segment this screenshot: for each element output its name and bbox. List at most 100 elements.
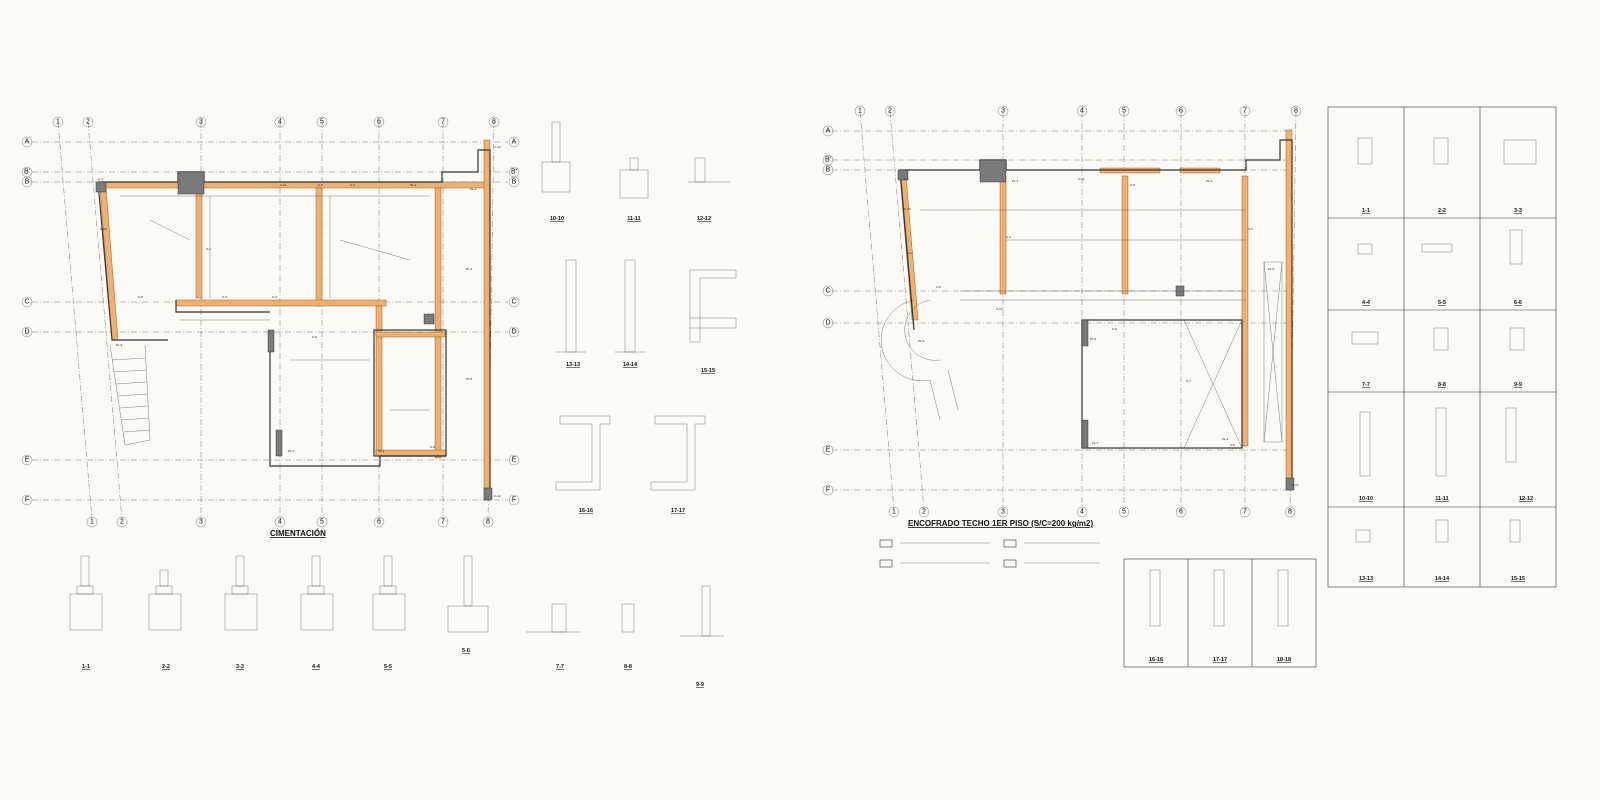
schedule-cell-10-10: 10-10 (1359, 411, 1373, 502)
axis-bubbles-bottom-right: 1 2 3 4 5 6 7 8 (888, 506, 1296, 518)
spiral-stair (881, 299, 959, 421)
column-labels-right: C-1 C-2 C-3 C-4 C-5 C-6 C-7 C-8 C-9 C-10… (904, 177, 1299, 487)
svg-text:8: 8 (492, 119, 496, 126)
svg-text:10-10: 10-10 (550, 216, 564, 222)
schedule-cell-12-12: 12-12 (1505, 407, 1533, 502)
svg-text:1: 1 (892, 509, 896, 516)
svg-text:B: B (512, 179, 517, 186)
svg-text:A: A (512, 139, 517, 146)
svg-text:PL-5: PL-5 (466, 377, 473, 381)
svg-text:4-4: 4-4 (312, 664, 321, 670)
schedule-cell-1-1: 1-1 (1357, 137, 1373, 214)
svg-text:PL-6: PL-6 (918, 339, 925, 343)
foundation-sections-row: 1-1 2-2 3-3 4-4 5-5 5- (69, 555, 724, 688)
svg-text:C-12: C-12 (494, 494, 501, 498)
svg-text:9-9: 9-9 (696, 682, 704, 688)
svg-text:13-13: 13-13 (566, 362, 580, 368)
svg-text:C-8: C-8 (430, 445, 435, 449)
svg-text:B': B' (825, 157, 831, 164)
svg-text:C-12: C-12 (1292, 483, 1299, 487)
svg-text:C-3: C-3 (222, 295, 227, 299)
svg-text:1: 1 (858, 108, 862, 115)
svg-text:PL-7: PL-7 (1092, 441, 1099, 445)
svg-text:5: 5 (320, 519, 324, 526)
svg-text:PL-1: PL-1 (410, 183, 417, 187)
svg-text:B: B (25, 179, 30, 186)
detail-12-12: 12-12 (688, 157, 730, 222)
svg-text:8: 8 (1288, 509, 1292, 516)
svg-text:4: 4 (1080, 108, 1084, 115)
foundation-section-5-5: 5-5 (372, 555, 406, 670)
schedule-cell-18-18: 18-18 (1277, 569, 1291, 663)
svg-text:5-6: 5-6 (462, 648, 470, 654)
svg-text:C-10: C-10 (100, 227, 107, 231)
svg-text:2: 2 (922, 509, 926, 516)
svg-text:15-15: 15-15 (701, 368, 715, 374)
legend (879, 539, 1100, 568)
svg-text:PL-5: PL-5 (1268, 267, 1275, 271)
svg-text:D: D (511, 329, 516, 336)
svg-text:C-2: C-2 (206, 247, 211, 251)
column-schedule-bottom: 16-16 17-17 18-18 (1123, 558, 1317, 668)
svg-text:12-12: 12-12 (697, 216, 711, 222)
schedule-cell-9-9: 9-9 (1509, 327, 1525, 388)
svg-text:PL-2: PL-2 (470, 187, 477, 191)
svg-text:3-3: 3-3 (236, 664, 244, 670)
svg-text:C-1: C-1 (904, 177, 909, 181)
foundation-section-3-3: 3-3 (224, 555, 258, 670)
svg-text:8-8: 8-8 (624, 664, 632, 670)
svg-text:4: 4 (278, 519, 282, 526)
svg-text:4: 4 (1080, 509, 1084, 516)
svg-text:3: 3 (199, 519, 203, 526)
svg-text:D: D (24, 329, 29, 336)
svg-text:PL-1: PL-1 (1012, 179, 1019, 183)
schedule-cell-14-14: 14-14 (1435, 519, 1450, 582)
plan-right-title: ENCOFRADO TECHO 1ER PISO (S/C=200 kg/m2) (908, 519, 1093, 528)
svg-text:9-9: 9-9 (1514, 382, 1522, 388)
svg-text:C: C (825, 288, 830, 295)
svg-text:5-5: 5-5 (1438, 300, 1446, 306)
svg-text:C-10: C-10 (904, 207, 911, 211)
svg-text:2: 2 (86, 119, 90, 126)
svg-text:2-2: 2-2 (1438, 208, 1446, 214)
column-schedule-table: 1-1 2-2 3-3 4-4 5-5 6-6 7-7 8-8 9-9 10-1… (1327, 106, 1557, 588)
detail-14-14: 14-14 (615, 259, 645, 368)
svg-text:6: 6 (1179, 509, 1183, 516)
svg-text:1: 1 (56, 119, 60, 126)
svg-text:1-1: 1-1 (82, 664, 90, 670)
svg-text:PL-4: PL-4 (1090, 337, 1097, 341)
svg-text:2: 2 (120, 519, 124, 526)
svg-text:F: F (512, 497, 516, 504)
svg-text:PL-4: PL-4 (466, 267, 473, 271)
svg-text:16-16: 16-16 (1149, 657, 1163, 663)
svg-text:E: E (826, 447, 831, 454)
axis-bubbles-top-right: 1 2 3 4 5 6 7 8 (854, 105, 1302, 117)
svg-text:C: C (24, 299, 29, 306)
foundation-section-7-7: 7-7 (526, 603, 580, 670)
schedule-cell-17-17: 17-17 (1213, 569, 1227, 663)
svg-text:6-6: 6-6 (1514, 300, 1522, 306)
svg-text:PL-2: PL-2 (1206, 179, 1213, 183)
svg-text:D: D (825, 320, 830, 327)
svg-text:7-7: 7-7 (556, 664, 564, 670)
foundation-beams (99, 139, 491, 501)
schedule-cell-15-15: 15-15 (1509, 519, 1525, 582)
svg-text:3: 3 (199, 119, 203, 126)
foundation-section-4-4: 4-4 (300, 555, 334, 670)
svg-text:5: 5 (1122, 108, 1126, 115)
schedule-cell-11-11: 11-11 (1435, 407, 1449, 502)
svg-text:7: 7 (441, 119, 445, 126)
svg-text:B: B (826, 167, 831, 174)
svg-text:3-3: 3-3 (1514, 208, 1522, 214)
schedule-cell-2-2: 2-2 (1433, 137, 1449, 214)
svg-text:C-7: C-7 (1186, 379, 1191, 383)
plan-left-title: CIMENTACIÓN (270, 529, 326, 538)
svg-text:F: F (25, 497, 29, 504)
svg-text:B': B' (511, 169, 517, 176)
column-labels-left: C-1 C-2 C-3 C-4 C-5 C-6 C-7 C-8 C-9 C-10… (98, 145, 501, 498)
foundation-section-8-8: 8-8 (621, 603, 635, 670)
svg-text:7: 7 (441, 519, 445, 526)
svg-text:6: 6 (1179, 108, 1183, 115)
foundation-section-9-9: 9-9 (680, 585, 724, 688)
walls-right (897, 139, 1295, 491)
